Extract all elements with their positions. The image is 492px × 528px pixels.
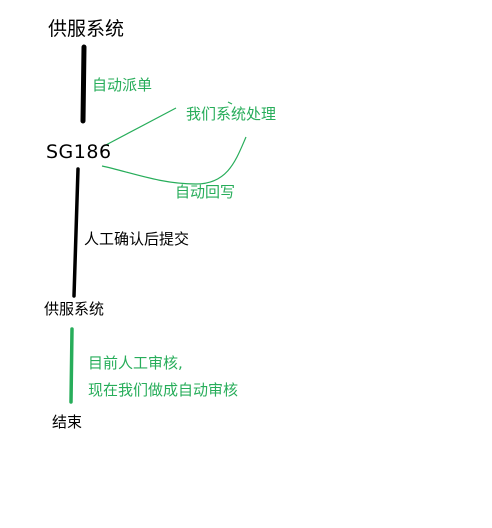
connector-middle-to-end [69, 327, 74, 404]
label-note-line-1: 目前人工审核, [88, 354, 183, 372]
node-top-system: 供服系统 [48, 18, 125, 40]
node-middle-system: 供服系统 [44, 300, 105, 318]
connector-sg186-to-middle [72, 167, 80, 298]
label-note-line-2: 现在我们做成自动审核 [88, 381, 239, 399]
label-auto-dispatch: 自动派单 [92, 76, 153, 94]
loop-return-writeback [101, 136, 247, 185]
node-end: 结束 [52, 413, 83, 431]
loop-out-to-our-system [103, 107, 177, 147]
label-our-system-processing: 我们系统处理 [186, 105, 277, 123]
node-sg186: SG186 [46, 141, 112, 163]
loop-top-dash [227, 101, 233, 105]
label-manual-confirm-submit: 人工确认后提交 [84, 230, 190, 248]
connector-top-to-sg186 [80, 44, 87, 124]
label-auto-writeback: 自动回写 [175, 183, 236, 201]
